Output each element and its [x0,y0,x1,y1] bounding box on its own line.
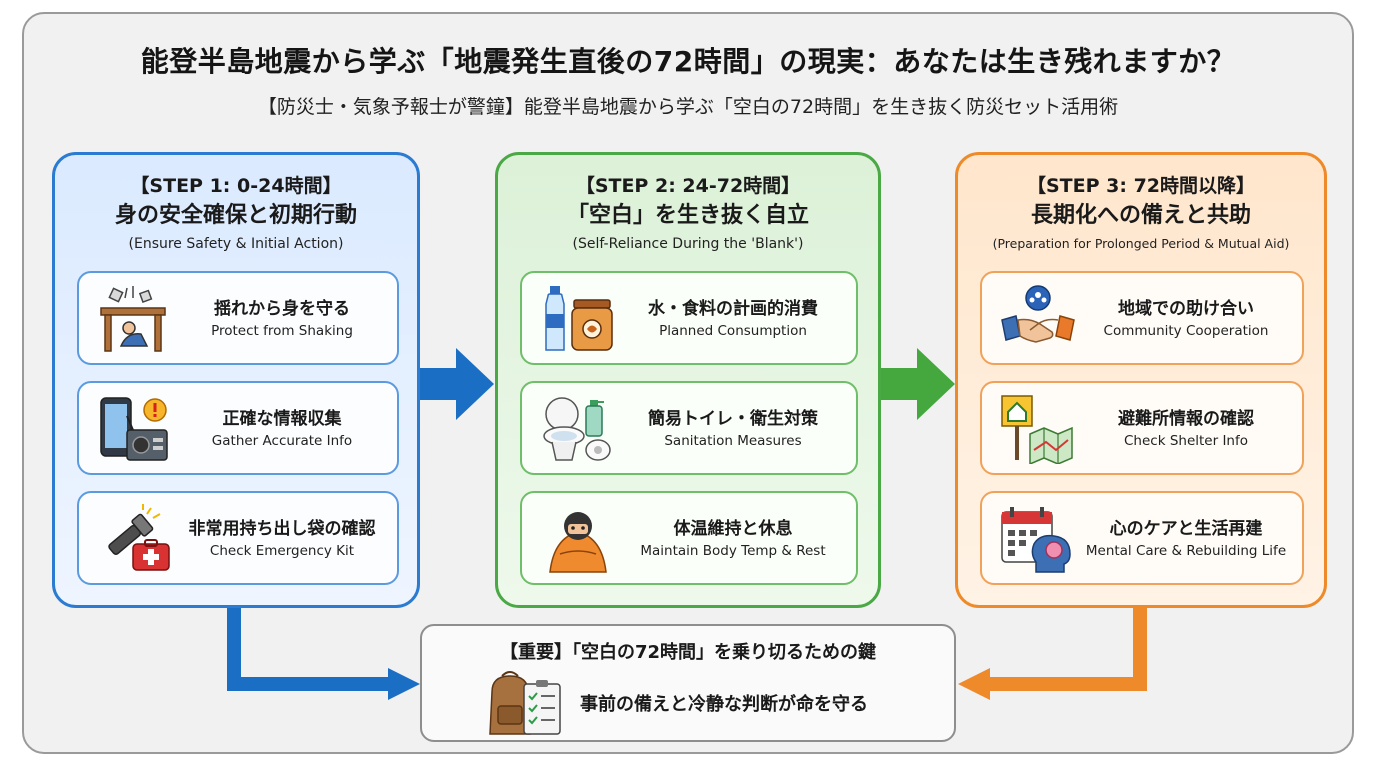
key-box: 【重要】「空白の72時間」を乗り切るための鍵 事前の備えと冷静な判断が命を守る [420,624,956,742]
step-card: 正確な情報収集 Gather Accurate Info [77,381,399,475]
card-title: 非常用持ち出し袋の確認 [188,519,376,539]
step-card: 避難所情報の確認 Check Shelter Info [980,381,1304,475]
step-card: 水・食料の計画的消費 Planned Consumption [520,271,858,365]
step-card: 体温維持と休息 Maintain Body Temp & Rest [520,491,858,585]
card-title: 体温維持と休息 [673,519,793,539]
page-title: 能登半島地震から学ぶ「地震発生直後の72時間」の現実：あなたは生き残れますか？ [140,45,1236,78]
step-title: 身の安全確保と初期行動 [114,203,357,228]
card-title: 簡易トイレ・衛生対策 [648,409,818,429]
card-subtitle: Protect from Shaking [211,323,353,339]
key-title: 【重要】「空白の72時間」を乗り切るための鍵 [499,642,877,663]
arrow-step3-to-key [958,608,1147,700]
step-label: 【STEP 3: 72時間以降】 [1026,175,1256,197]
card-subtitle: Check Shelter Info [1124,433,1248,449]
card-title: 揺れから身を守る [214,299,350,319]
card-subtitle: Maintain Body Temp & Rest [640,543,826,559]
step-title-en: (Self-Reliance During the 'Blank') [572,236,804,252]
water-food-icon [545,286,613,351]
card-title: 心のケアと生活再建 [1109,519,1263,539]
card-title: 避難所情報の確認 [1118,409,1254,429]
step-label: 【STEP 1: 0-24時間】 [130,175,342,197]
arrow-step1-to-step2 [420,348,494,420]
phone-radio-icon [100,397,168,461]
arrow-step2-to-step3 [881,348,955,420]
card-title: 正確な情報収集 [222,409,342,429]
key-message: 事前の備えと冷静な判断が命を守る [580,694,868,715]
card-title: 水・食料の計画的消費 [648,299,818,319]
card-subtitle: Mental Care & Rebuilding Life [1085,543,1287,559]
toilet-sanitizer-icon [543,397,611,461]
step-card: 簡易トイレ・衛生対策 Sanitation Measures [520,381,858,475]
card-subtitle: Community Cooperation [1103,323,1269,339]
step-title: 長期化への備えと共助 [1030,203,1251,228]
shelter-map-icon [1001,395,1073,464]
step-card: 非常用持ち出し袋の確認 Check Emergency Kit [77,491,399,585]
card-subtitle: Gather Accurate Info [211,433,353,449]
card-subtitle: Planned Consumption [659,323,807,339]
flashlight-first-aid-icon [108,504,170,571]
card-title: 地域での助け合い [1118,299,1254,319]
calendar-mind-icon [1001,507,1071,573]
step-2-panel: 【STEP 2: 24-72時間】 「空白」を生き抜く自立 (Self-Reli… [495,152,881,608]
step-1-panel: 【STEP 1: 0-24時間】 身の安全確保と初期行動 (Ensure Saf… [52,152,420,608]
step-3-panel: 【STEP 3: 72時間以降】 長期化への備えと共助 (Preparation… [955,152,1327,608]
step-title: 「空白」を生き抜く自立 [566,203,809,228]
arrow-step1-to-key [227,608,420,700]
step-card: 心のケアと生活再建 Mental Care & Rebuilding Life [980,491,1304,585]
card-subtitle: Sanitation Measures [664,433,802,449]
backpack-checklist-icon [489,671,561,735]
step-card: 揺れから身を守る Protect from Shaking [77,271,399,365]
blanket-person-icon [549,512,607,573]
desk-shelter-icon [100,286,166,352]
page-subtitle: 【防災士・気象予報士が警鐘】能登半島地震から学ぶ「空白の72時間」を生き抜く防災… [257,96,1119,118]
handshake-icon [1001,285,1075,343]
step-label: 【STEP 2: 24-72時間】 [575,175,801,197]
step-card: 地域での助け合い Community Cooperation [980,271,1304,365]
step-title-en: (Preparation for Prolonged Period & Mutu… [992,236,1290,251]
step-title-en: (Ensure Safety & Initial Action) [128,236,344,252]
card-subtitle: Check Emergency Kit [209,543,355,559]
